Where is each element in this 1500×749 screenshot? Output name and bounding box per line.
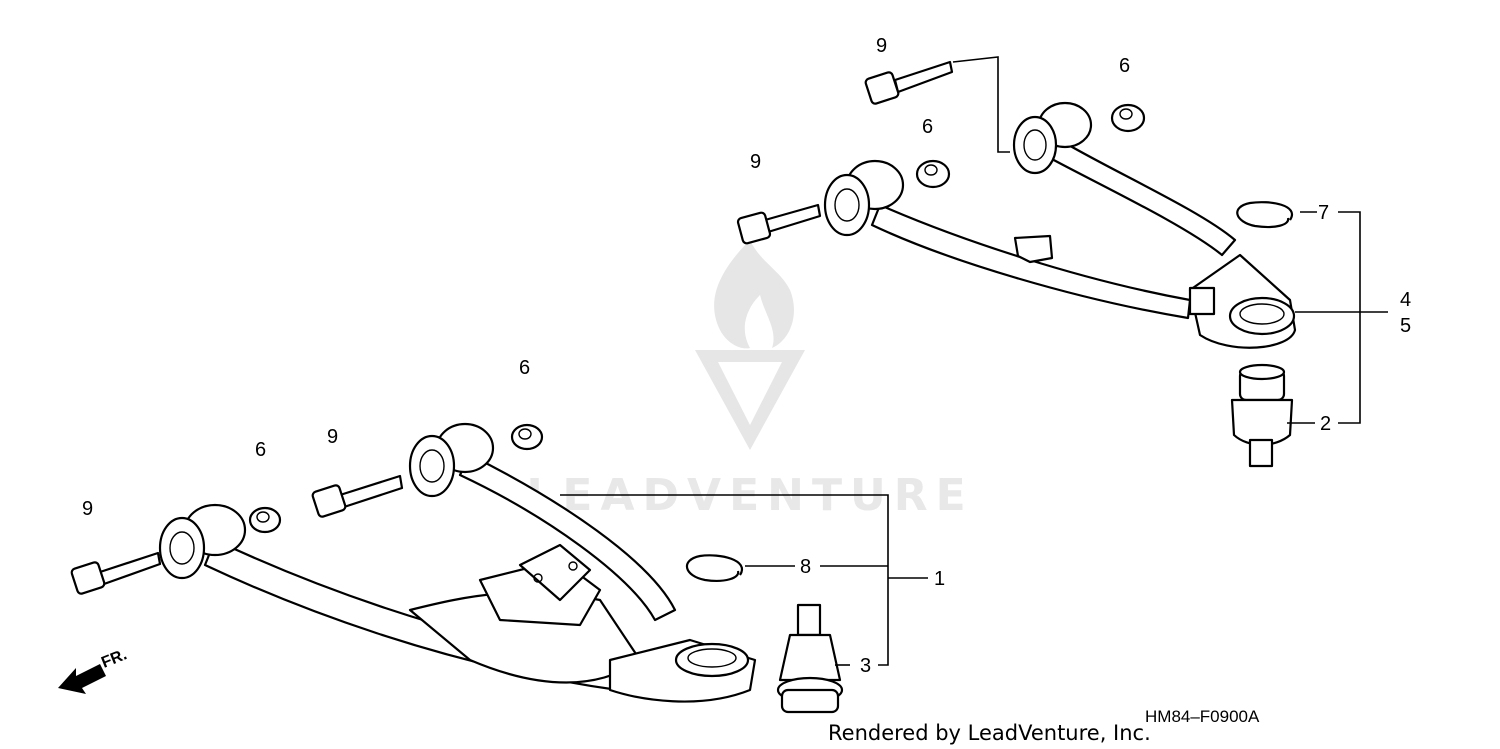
credit-text: Rendered by LeadVenture, Inc. xyxy=(828,721,1151,745)
callout-6[interactable]: 6 xyxy=(922,116,933,138)
v-logo-icon xyxy=(695,350,805,450)
ball-joint-lower[interactable] xyxy=(776,603,844,714)
callout-6[interactable]: 6 xyxy=(255,439,266,461)
callout-8[interactable]: 8 xyxy=(800,556,811,578)
callout-6[interactable]: 6 xyxy=(519,357,530,379)
bolt-upper-rear[interactable] xyxy=(864,60,954,105)
callout-9[interactable]: 9 xyxy=(750,151,761,173)
callout-7[interactable]: 7 xyxy=(1318,202,1329,224)
flame-icon xyxy=(714,240,794,349)
circlip-upper[interactable] xyxy=(1236,201,1294,229)
leader-lines xyxy=(560,56,1388,666)
callouts: 9 6 6 9 7 4 5 2 6 9 6 9 8 1 3 xyxy=(82,35,1411,677)
front-label: FR. xyxy=(99,646,129,671)
callout-9[interactable]: 9 xyxy=(82,498,93,520)
nut-lower-front[interactable] xyxy=(248,506,282,534)
lower-arm[interactable] xyxy=(158,422,757,703)
callout-6[interactable]: 6 xyxy=(1119,55,1130,77)
diagram-code: HM84–F0900A xyxy=(1145,707,1260,726)
ball-joint-upper[interactable] xyxy=(1230,363,1294,468)
front-direction-indicator: FR. xyxy=(58,646,129,694)
circlip-lower[interactable] xyxy=(686,554,744,582)
callout-4[interactable]: 4 xyxy=(1400,289,1411,311)
bolt-lower-front[interactable] xyxy=(70,551,162,595)
upper-arm[interactable] xyxy=(823,101,1297,349)
watermark-logo: LEADVENTURE xyxy=(526,240,966,521)
nut-upper-rear[interactable] xyxy=(1110,103,1146,133)
front-arrow-icon xyxy=(58,664,106,694)
nut-lower-rear[interactable] xyxy=(510,423,544,451)
bolt-lower-rear[interactable] xyxy=(311,474,404,518)
nut-upper-front[interactable] xyxy=(915,159,951,189)
callout-1[interactable]: 1 xyxy=(934,568,945,590)
callout-9[interactable]: 9 xyxy=(876,35,887,57)
bolt-upper-front[interactable] xyxy=(736,203,822,245)
callout-9[interactable]: 9 xyxy=(327,426,338,448)
callout-2[interactable]: 2 xyxy=(1320,413,1331,435)
callout-3[interactable]: 3 xyxy=(860,655,871,677)
callout-5[interactable]: 5 xyxy=(1400,315,1411,337)
